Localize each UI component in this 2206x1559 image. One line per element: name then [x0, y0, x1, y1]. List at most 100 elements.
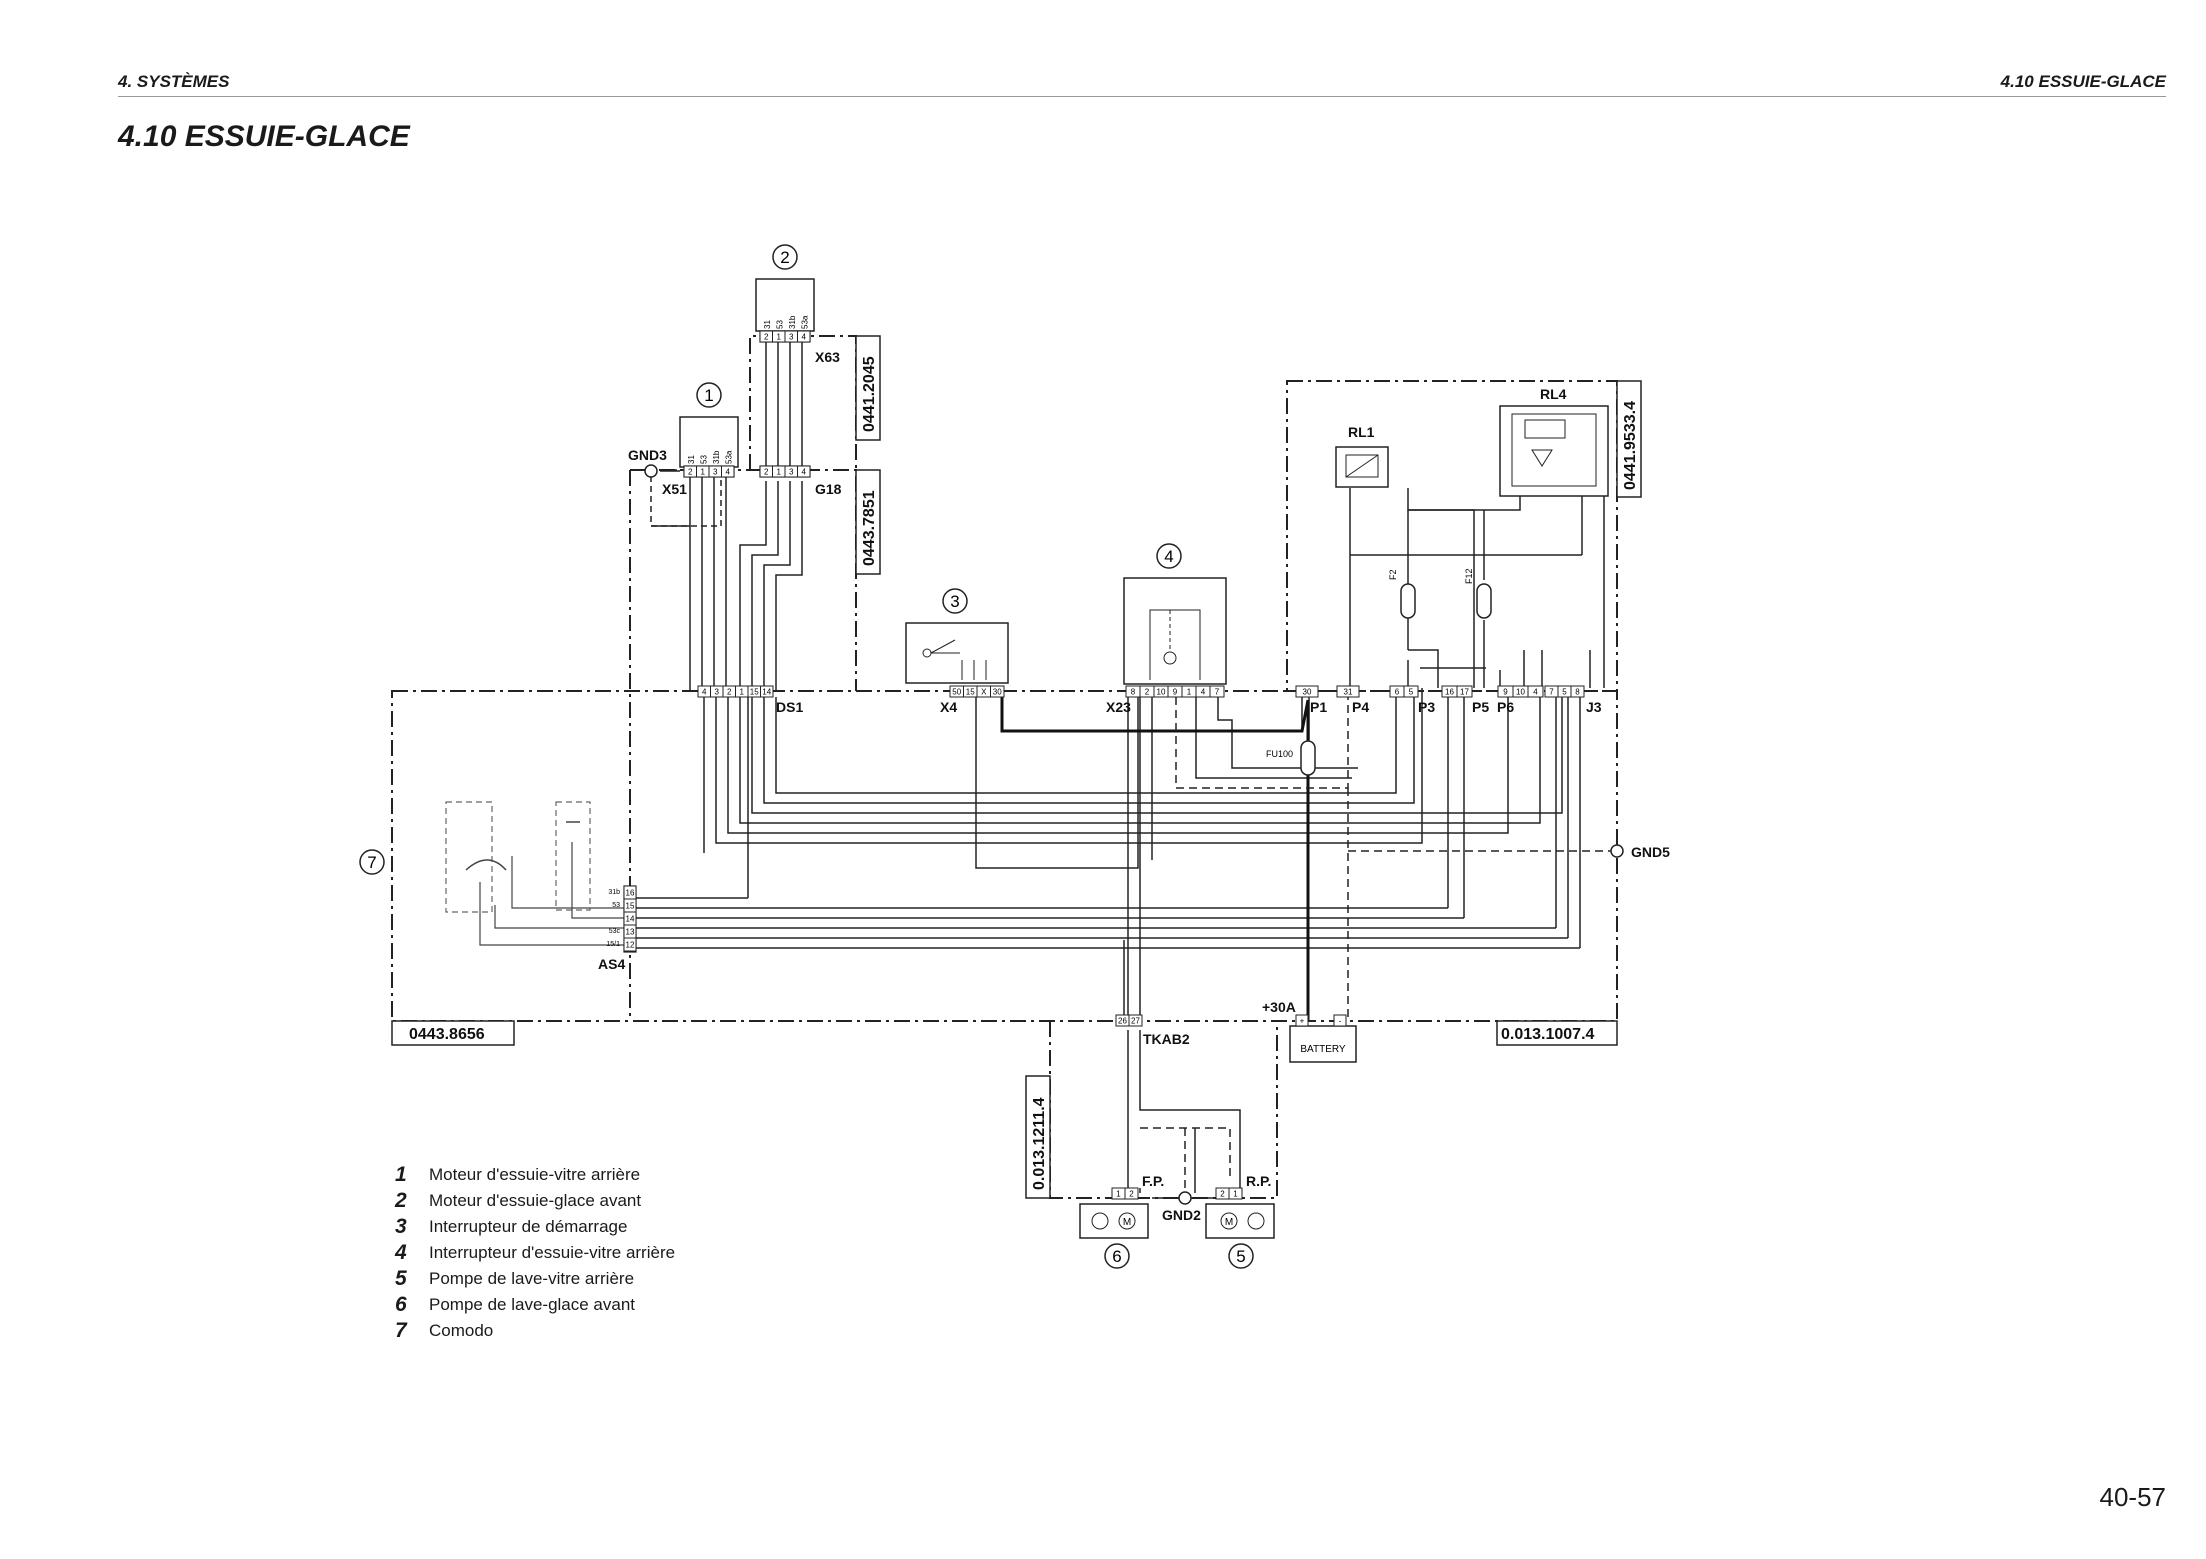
- x4-pin-label: 50: [952, 687, 961, 696]
- relay-rl1: [1335, 446, 1389, 488]
- comodo-switch: [445, 801, 634, 946]
- motor2-pin-label: 2: [764, 332, 769, 341]
- motor2-pin-label: 3: [789, 332, 794, 341]
- motor1-pin-label: 3: [713, 467, 718, 476]
- legend-number: 3: [395, 1215, 407, 1238]
- as4-pin-cell: [623, 937, 637, 952]
- code-tab-6: [1025, 1075, 1051, 1199]
- legend-number: 1: [395, 1163, 407, 1186]
- svg-text:M: M: [1123, 1217, 1131, 1228]
- p5-pin-cell: [1456, 685, 1473, 698]
- label-ds1: DS1: [776, 699, 803, 715]
- p3-pin-cell: [1403, 685, 1419, 698]
- x51-box: [650, 469, 722, 527]
- ds1-pin-label: 14: [762, 687, 771, 696]
- motor2-pin-cell: [797, 330, 811, 343]
- label-rl4: RL4: [1540, 386, 1567, 402]
- ground-wires: [1140, 697, 1617, 1193]
- gnd3-marker: [644, 464, 658, 478]
- motor1-pin-label: 1: [701, 467, 706, 476]
- gnd5-marker: [1610, 844, 1624, 858]
- x23-pin-label: 2: [1145, 687, 1150, 696]
- legend-text: Interrupteur de démarrage: [429, 1217, 628, 1236]
- label-fu100: FU100: [1266, 749, 1293, 759]
- j3-pin-label: 7: [1549, 687, 1554, 696]
- g18-pin-cell: [797, 465, 811, 478]
- j3-pin-label: 5: [1562, 687, 1567, 696]
- legend-number: 5: [395, 1267, 407, 1290]
- code-tab-4: [391, 1020, 515, 1046]
- ds1-pin-cell: [760, 685, 774, 698]
- harness-codes: 0441.2045 0443.7851 0441.9533.4 0443.865…: [409, 356, 1639, 1190]
- main-harness-box: [391, 690, 1618, 1022]
- fuses: [1300, 583, 1492, 776]
- gnd2-marker: [1178, 1191, 1192, 1205]
- callout-5: 5: [1236, 1247, 1245, 1266]
- chapter-header: 4.10 ESSUIE-GLACE: [2000, 72, 2166, 91]
- motor1-pin-cell: [721, 465, 735, 478]
- legend-item: 3 Interrupteur de démarrage: [395, 1214, 675, 1240]
- motor2-pin-label: 4: [802, 332, 807, 341]
- p4-pin-label: 31: [1344, 687, 1353, 696]
- x4-pin-label: 15: [966, 687, 975, 696]
- page-number: 40-57: [2099, 1482, 2167, 1512]
- motor1-pin-label: 2: [688, 467, 693, 476]
- rp-pin-label: 1: [1233, 1189, 1238, 1198]
- as4-pin-label: 13: [626, 927, 635, 936]
- ds1-pin-label: 2: [727, 687, 732, 696]
- callout-1: 1: [704, 386, 713, 405]
- p1-pin-label: 30: [1303, 687, 1312, 696]
- as4-pin-label: 12: [626, 940, 635, 949]
- g18-pin-label: 1: [777, 467, 782, 476]
- label-g18: G18: [815, 481, 842, 497]
- battery-terminal-pin-cell: [1295, 1014, 1309, 1027]
- fuse-f12: [1476, 583, 1492, 619]
- x4-pin-label: 30: [993, 687, 1002, 696]
- callout-3: 3: [950, 592, 959, 611]
- g18-pin-label: 3: [789, 467, 794, 476]
- as4-pin-name: 53: [612, 902, 620, 909]
- x23-pin-label: 4: [1201, 687, 1206, 696]
- p5-pin-label: 16: [1445, 687, 1454, 696]
- callouts: 2 1 3 4 7 6 5: [359, 244, 1254, 1269]
- label-p4: P4: [1352, 699, 1369, 715]
- x23-pin-label: 10: [1157, 687, 1166, 696]
- fp-pin-label: 1: [1116, 1189, 1121, 1198]
- tkab2-pin-label: 26: [1118, 1016, 1127, 1025]
- code-0-013-1211-4: 0.013.1211.4: [1031, 1097, 1048, 1190]
- as4-pin-label: 16: [626, 888, 635, 897]
- code-0441-9533-4: 0441.9533.4: [1622, 401, 1639, 490]
- motor1-pin-label: 4: [726, 467, 731, 476]
- legend-number: 2: [395, 1189, 407, 1212]
- motor2-pin-name: 53: [776, 320, 785, 329]
- as4-pin-label: 14: [626, 914, 635, 923]
- rp-pin-cell: [1228, 1187, 1243, 1200]
- code-tab-1: [855, 335, 881, 441]
- code-0-013-1007-4: 0.013.1007.4: [1501, 1026, 1595, 1043]
- callout-4: 4: [1164, 547, 1173, 566]
- p6-pin-label: 10: [1516, 687, 1525, 696]
- p5-pin-label: 17: [1460, 687, 1469, 696]
- as4-pin-name: 53c: [609, 928, 621, 935]
- x23-pin-label: 7: [1215, 687, 1220, 696]
- tkab2-pin-cell: [1128, 1014, 1143, 1027]
- harness-boundaries: [391, 335, 1618, 1199]
- ds1-pin-label: 1: [740, 687, 745, 696]
- rear-wiper-switch: [1123, 577, 1227, 685]
- connector-labels: X63 GND3 X51 G18 DS1 X4 X23 P1 P4 P3 P5 …: [598, 349, 1670, 1223]
- motor2-pin-label: 1: [777, 332, 782, 341]
- label-rp: R.P.: [1246, 1173, 1271, 1189]
- as4-pin-label: 15: [626, 901, 635, 910]
- label-as4: AS4: [598, 956, 625, 972]
- g18-pin-label: 2: [764, 467, 769, 476]
- label-plus30a: +30A: [1262, 999, 1296, 1015]
- callout-2: 2: [780, 248, 789, 267]
- page-title: 4.10 ESSUIE-GLACE: [118, 120, 410, 153]
- battery-terminal-pin-label: +: [1300, 1016, 1305, 1025]
- x23-pin-label: 1: [1187, 687, 1192, 696]
